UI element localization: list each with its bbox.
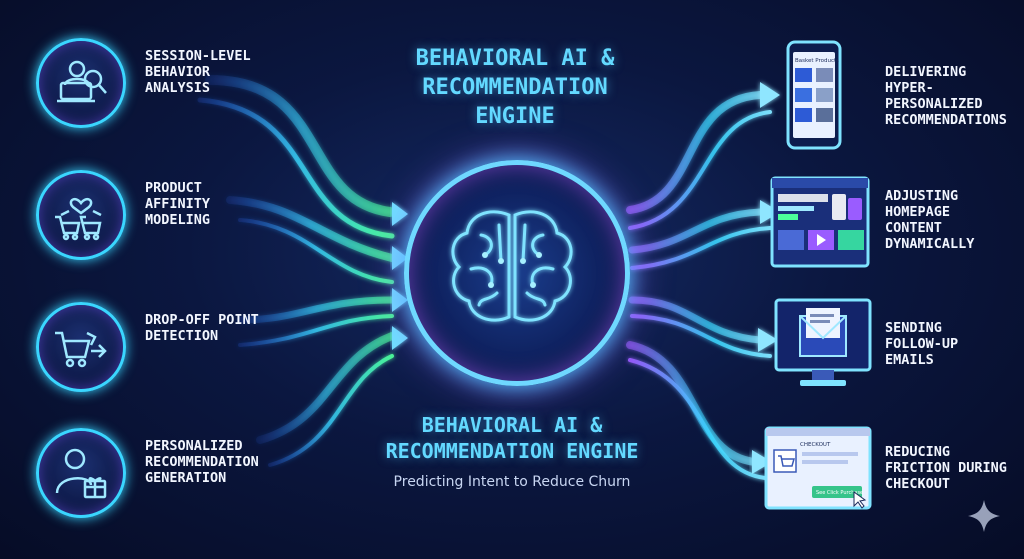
browser-homepage-icon <box>770 176 870 268</box>
input-icon-circle <box>36 170 126 260</box>
checkout-header: CHECKOUT <box>800 442 831 448</box>
brain-icon <box>451 210 573 322</box>
output-label-checkout: REDUCING FRICTION DURING CHECKOUT <box>885 444 1007 492</box>
checkout-page-icon: CHECKOUT See Click Purchase <box>764 426 872 510</box>
user-analysis-icon <box>57 60 107 103</box>
input-label: DROP-OFF POINT DETECTION <box>145 312 259 344</box>
input-session-behavior: SESSION-LEVEL BEHAVIOR ANALYSIS <box>28 28 328 138</box>
input-label: SESSION-LEVEL BEHAVIOR ANALYSIS <box>145 48 251 96</box>
phone-products-icon: Basket Products <box>786 40 842 150</box>
input-product-affinity: PRODUCT AFFINITY MODELING <box>28 160 328 270</box>
subtitle: Predicting Intent to Reduce Churn <box>393 474 631 490</box>
input-icon-circle <box>36 428 126 518</box>
sparkle-icon <box>968 500 1000 532</box>
output-label-emails: SENDING FOLLOW-UP EMAILS <box>885 320 959 368</box>
input-icon-circle <box>36 38 126 128</box>
input-drop-off-detection: DROP-OFF POINT DETECTION <box>28 292 328 402</box>
output-label-recommendations: DELIVERING HYPER- PERSONALIZED RECOMMEND… <box>885 64 1007 128</box>
input-label: PERSONALIZED RECOMMENDATION GENERATION <box>145 438 259 486</box>
input-icon-circle <box>36 302 126 392</box>
title-top: BEHAVIORAL AI & RECOMMENDATION ENGINE <box>415 46 615 129</box>
cart-drop-off-icon <box>55 331 107 368</box>
checkout-button-label: See Click Purchase <box>816 490 863 496</box>
input-label: PRODUCT AFFINITY MODELING <box>145 180 211 228</box>
user-gift-icon <box>55 448 107 499</box>
monitor-email-icon <box>774 298 872 386</box>
output-label-homepage: ADJUSTING HOMEPAGE CONTENT DYNAMICALLY <box>885 188 975 252</box>
input-personalized-generation: PERSONALIZED RECOMMENDATION GENERATION <box>28 418 328 528</box>
brain-core <box>404 160 630 386</box>
title-bottom: BEHAVIORAL AI & RECOMMENDATION ENGINE <box>385 413 639 463</box>
phone-header: Basket Products <box>795 58 839 64</box>
shopping-carts-heart-icon <box>55 197 102 241</box>
